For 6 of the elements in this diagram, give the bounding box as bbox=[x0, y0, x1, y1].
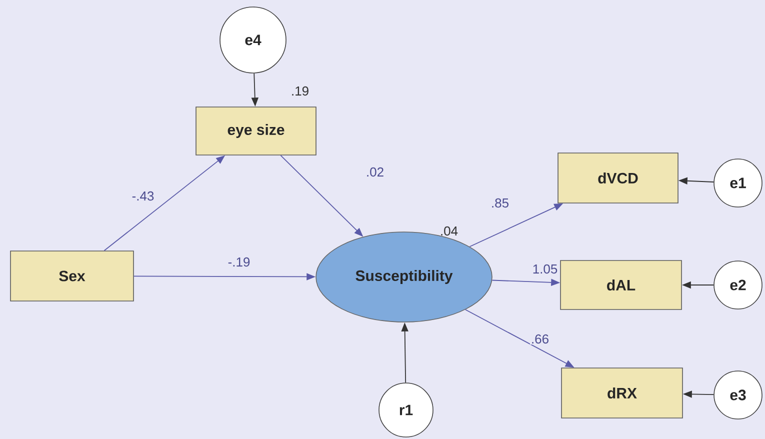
coefficient-label: .19 bbox=[292, 86, 308, 96]
variable-box: dRX bbox=[561, 368, 683, 418]
variable-box: dAL bbox=[560, 260, 682, 310]
variable-box: dVCD bbox=[558, 152, 678, 204]
variable-box: eye size bbox=[196, 106, 316, 156]
variable-box: Sex bbox=[10, 250, 134, 302]
